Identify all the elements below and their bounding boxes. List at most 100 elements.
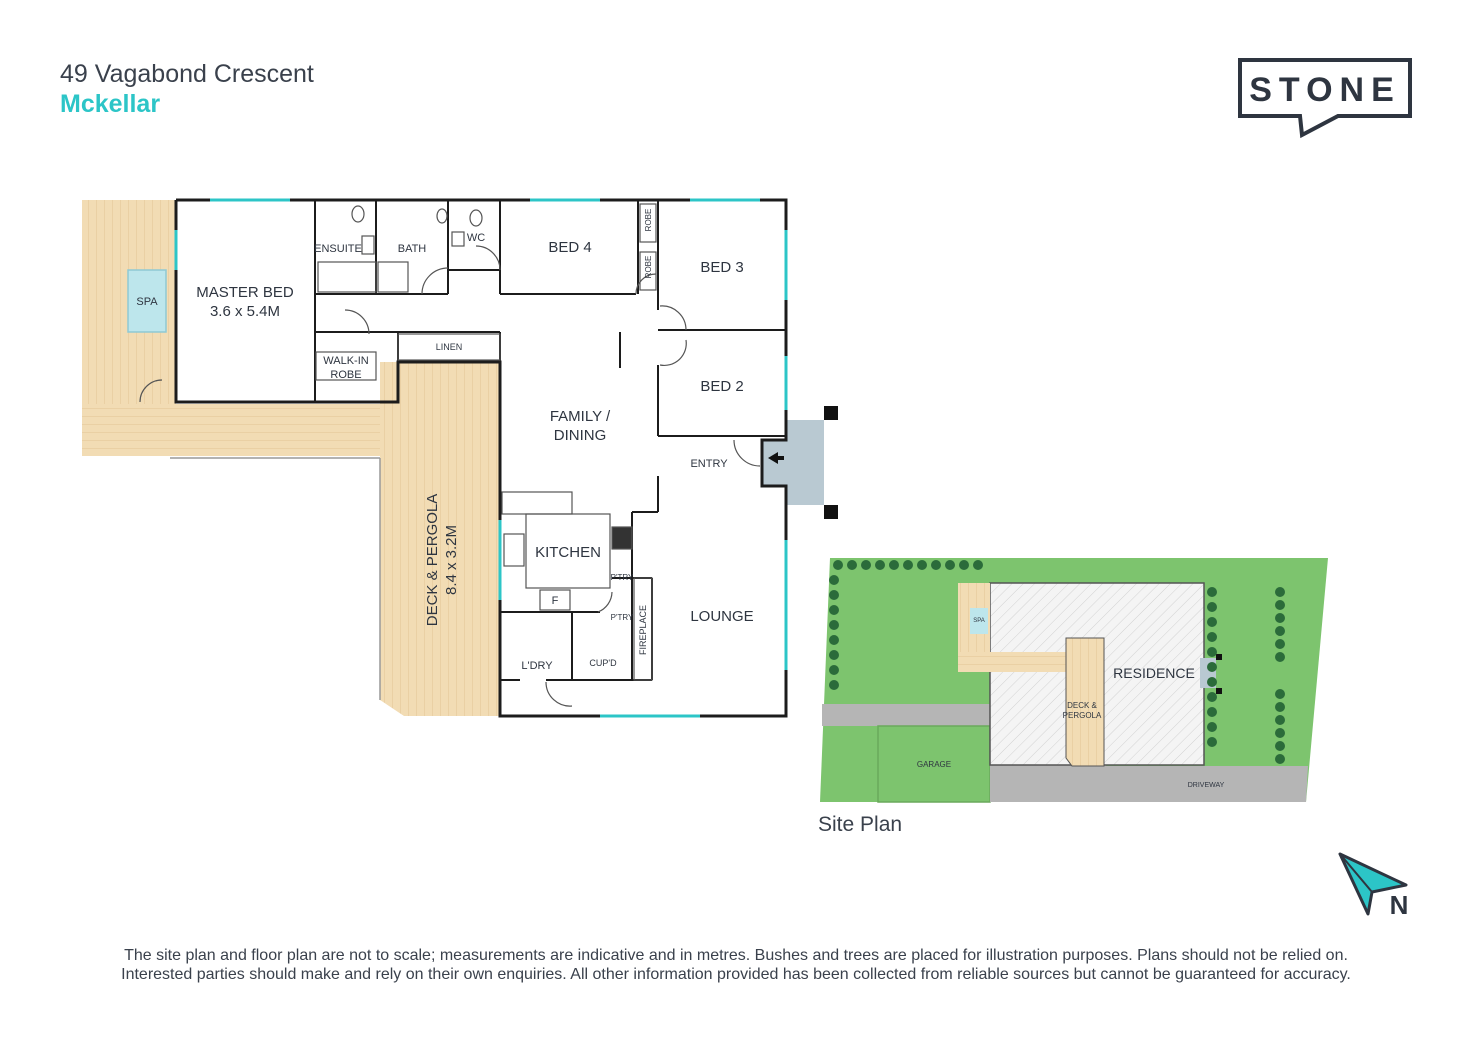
tree-icon <box>829 680 839 690</box>
entry-landing <box>787 420 824 505</box>
tree-icon <box>1275 639 1285 649</box>
spa-label: SPA <box>136 296 158 308</box>
master-bed-size: 3.6 x 5.4M <box>210 303 280 320</box>
site-spa-label: SPA <box>973 618 985 624</box>
family-label-1: FAMILY / <box>550 408 611 425</box>
tree-icon <box>1207 722 1217 732</box>
family-label-2: DINING <box>554 427 607 444</box>
tree-icon <box>1207 587 1217 597</box>
tree-icon <box>1207 647 1217 657</box>
tree-icon <box>973 560 983 570</box>
walkin-label-2: ROBE <box>330 369 361 381</box>
tree-icon <box>829 635 839 645</box>
wc-label: WC <box>467 232 485 244</box>
property-suburb: Mckellar <box>60 90 161 118</box>
tree-icon <box>889 560 899 570</box>
tree-icon <box>1275 587 1285 597</box>
tree-icon <box>1207 632 1217 642</box>
tree-icon <box>1207 677 1217 687</box>
deck-label-2: 8.4 x 3.2M <box>443 525 460 595</box>
robe-label-1: ROBE <box>644 209 653 232</box>
tree-icon <box>1275 715 1285 725</box>
disclaimer-line-2: Interested parties should make and rely … <box>121 966 1351 983</box>
garage-area <box>877 725 991 803</box>
tree-icon <box>1207 692 1217 702</box>
tree-icon <box>1275 626 1285 636</box>
site-plan <box>820 558 1328 803</box>
tree-icon <box>1207 662 1217 672</box>
ensuite-label: ENSUITE <box>314 243 362 255</box>
tree-icon <box>1275 689 1285 699</box>
bed4-label: BED 4 <box>548 239 591 256</box>
robe-label-2: ROBE <box>644 256 653 279</box>
tree-icon <box>829 620 839 630</box>
tree-icon <box>1207 737 1217 747</box>
site-driveway-label: DRIVEWAY <box>1188 782 1225 789</box>
tree-icon <box>945 560 955 570</box>
tree-icon <box>917 560 927 570</box>
bed2-label: BED 2 <box>700 378 743 395</box>
tree-icon <box>1275 613 1285 623</box>
laundry-label: L'DRY <box>521 660 553 672</box>
deck-pergola <box>380 362 500 716</box>
bed3-label: BED 3 <box>700 259 743 276</box>
fixtures <box>139 203 761 707</box>
disclaimer-line-1: The site plan and floor plan are not to … <box>124 947 1348 964</box>
pantry-label-1: P'TRY <box>611 573 634 582</box>
site-garage-label: GARAGE <box>917 760 951 769</box>
entry-arrow-icon <box>768 452 784 464</box>
tree-icon <box>1275 652 1285 662</box>
tree-icon <box>1275 754 1285 764</box>
tree-icon <box>829 590 839 600</box>
north-label: N <box>1390 890 1409 920</box>
windows <box>174 198 788 718</box>
tree-icon <box>959 560 969 570</box>
property-street: 49 Vagabond Crescent <box>60 60 314 88</box>
deck-label-1: DECK & PERGOLA <box>424 494 441 627</box>
disclaimer: The site plan and floor plan are not to … <box>40 946 1432 984</box>
tree-icon <box>1275 741 1285 751</box>
tree-icon <box>829 575 839 585</box>
linen-label: LINEN <box>436 342 463 352</box>
cupboard-label: CUP'D <box>589 658 617 668</box>
lounge-label: LOUNGE <box>690 608 753 625</box>
fireplace-label: FIREPLACE <box>638 605 648 655</box>
stone-logo: STONE <box>1238 58 1412 139</box>
tree-icon <box>829 665 839 675</box>
tree-icon <box>1207 602 1217 612</box>
logo-text: STONE <box>1249 71 1401 109</box>
driveway <box>1106 766 1308 802</box>
tree-icon <box>1275 702 1285 712</box>
tree-icon <box>1207 707 1217 717</box>
bath-label: BATH <box>398 243 427 255</box>
rear-deck <box>82 404 382 456</box>
tree-icon <box>1275 600 1285 610</box>
site-deck-label-1: DECK & <box>1067 701 1097 710</box>
entry-label: ENTRY <box>690 458 728 470</box>
tree-icon <box>861 560 871 570</box>
tree-icon <box>1207 617 1217 627</box>
north-arrow-icon: N <box>1338 852 1409 920</box>
tree-icon <box>875 560 885 570</box>
tree-icon <box>829 605 839 615</box>
tree-icon <box>847 560 857 570</box>
site-deck-label-2: PERGOLA <box>1063 711 1102 720</box>
tree-icon <box>829 650 839 660</box>
pantry-label-2: P'TRY <box>611 613 634 622</box>
exterior-walls <box>174 198 788 718</box>
tree-icon <box>1275 728 1285 738</box>
site-deck-pergola <box>1065 637 1105 767</box>
tree-icon <box>931 560 941 570</box>
fridge-label: F <box>552 595 559 607</box>
trees <box>829 560 1285 764</box>
tree-icon <box>903 560 913 570</box>
side-path <box>822 704 990 726</box>
master-bed-label: MASTER BED <box>196 284 294 301</box>
tree-icon <box>833 560 843 570</box>
site-plan-title: Site Plan <box>818 813 903 836</box>
walkin-label-1: WALK-IN <box>323 355 368 367</box>
spa-pool <box>127 269 167 333</box>
site-residence-label: RESIDENCE <box>1113 665 1195 681</box>
kitchen-label: KITCHEN <box>535 544 601 561</box>
